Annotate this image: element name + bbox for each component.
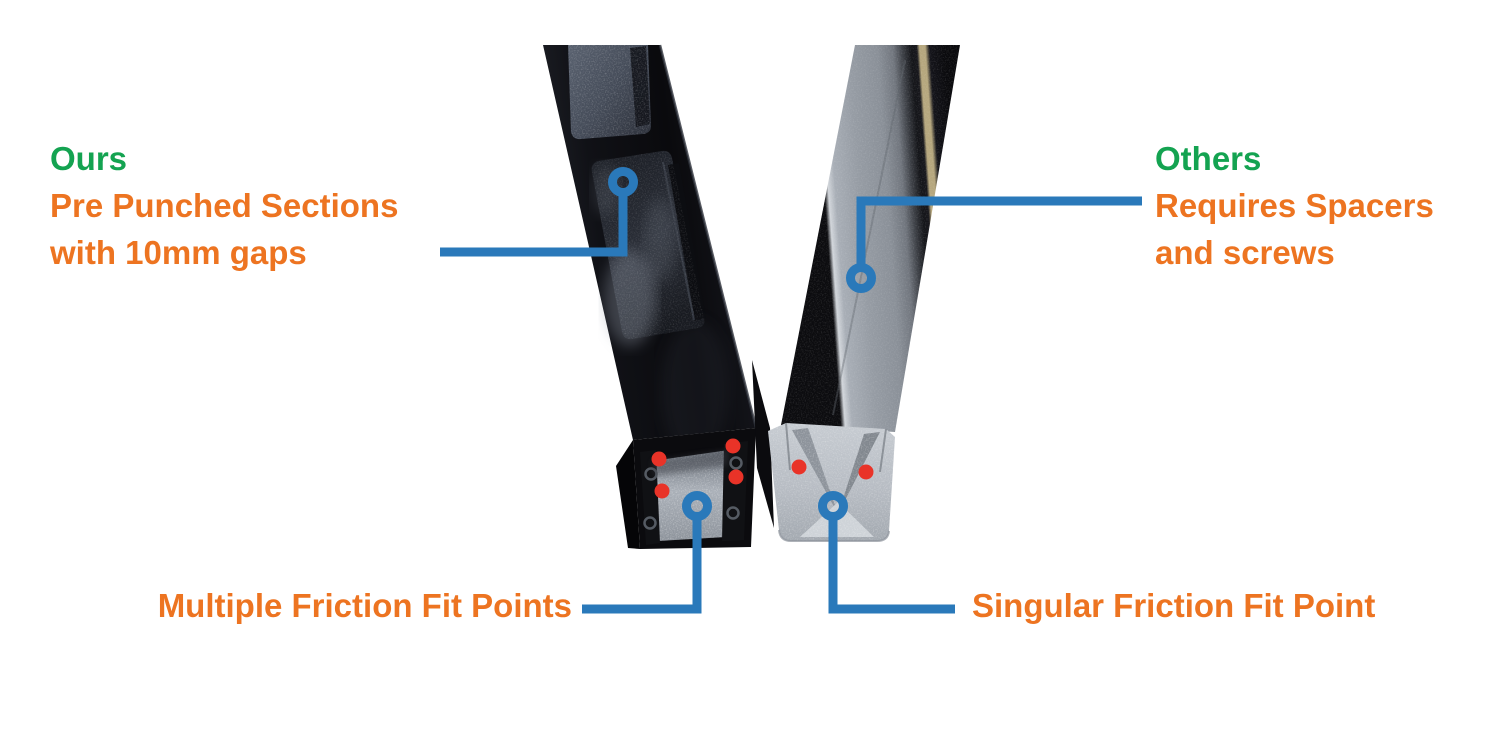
callout-ring-icon xyxy=(682,491,712,521)
singular-friction-point-label: Singular Friction Fit Point xyxy=(972,587,1376,624)
callouts xyxy=(440,167,1142,614)
multiple-friction-points-label: Multiple Friction Fit Points xyxy=(157,587,572,624)
track-edge-highlight xyxy=(658,44,758,429)
others-line-2: and screws xyxy=(1155,234,1335,271)
ours-line-2: with 10mm gaps xyxy=(50,234,307,271)
black-track-photo xyxy=(543,44,758,549)
friction-point-dot xyxy=(858,464,874,480)
track-sheen xyxy=(661,320,729,460)
friction-point-dot xyxy=(791,459,807,475)
track-end-face xyxy=(633,428,756,549)
channel-speckle xyxy=(781,45,960,432)
ours-line-1: Pre Punched Sections xyxy=(50,187,399,224)
callout-line-multiple-points xyxy=(582,520,702,614)
others-line-1: Requires Spacers xyxy=(1155,187,1434,224)
callout-line-singular-point xyxy=(828,520,955,614)
ours-heading: Ours xyxy=(50,140,128,177)
track-side-face xyxy=(616,440,640,549)
callout-line-spacers xyxy=(856,196,1142,264)
others-heading: Others xyxy=(1155,140,1262,177)
others-label-block: Others Requires Spacers and screws xyxy=(1155,135,1434,276)
punched-slot-top xyxy=(552,45,651,140)
channel-outer-wall xyxy=(752,360,774,528)
callout-ring-icon xyxy=(608,167,638,197)
friction-point-markers xyxy=(651,438,874,499)
friction-point-dot xyxy=(725,438,741,454)
friction-point-dot xyxy=(651,451,667,467)
callout-ring-icon xyxy=(818,491,848,521)
friction-point-dot xyxy=(654,483,670,499)
silver-channel-photo xyxy=(752,45,960,542)
ours-label-block: Ours Pre Punched Sections with 10mm gaps xyxy=(50,135,398,276)
callout-line-pre-punched xyxy=(440,196,628,257)
friction-point-dot xyxy=(728,469,744,485)
callout-ring-icon xyxy=(846,263,876,293)
